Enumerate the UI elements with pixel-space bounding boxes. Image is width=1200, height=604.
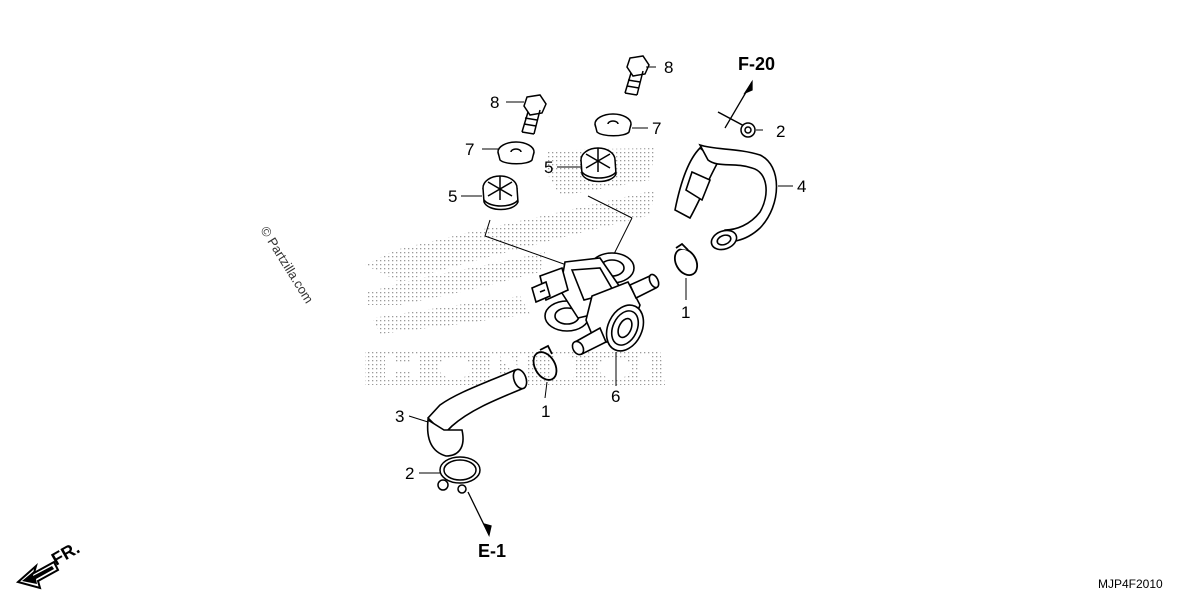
callout-8-right: 8 <box>664 58 673 77</box>
valve-assembly-part-6 <box>531 252 660 356</box>
callout-leader-lines <box>408 66 793 474</box>
front-direction-arrow <box>15 560 60 590</box>
watermark-text: © Partzilla.com <box>257 224 316 306</box>
reference-label-f20: F-20 <box>738 54 775 74</box>
ref-arrow-f20 <box>724 79 753 129</box>
callout-1-left: 1 <box>541 402 550 421</box>
callout-1-right: 1 <box>681 303 690 322</box>
grommet-part-5-left <box>482 175 519 211</box>
washer-part-7-left <box>497 141 535 165</box>
callout-2-top: 2 <box>776 122 785 141</box>
hose-clamp-part-2-bottom <box>437 456 481 494</box>
callout-8-left: 8 <box>490 93 499 112</box>
callout-7-left: 7 <box>465 140 474 159</box>
grommet-part-5-right <box>580 147 617 183</box>
hose-clamp-part-1-right <box>673 242 699 277</box>
hose-clamp-part-2-top <box>717 111 756 138</box>
callout-4: 4 <box>797 177 806 196</box>
callout-7-right: 7 <box>652 119 661 138</box>
callout-5-left: 5 <box>448 187 457 206</box>
callout-5-right: 5 <box>544 158 553 177</box>
washer-part-7-right <box>594 113 632 137</box>
diagram-code: MJP4F2010 <box>1098 577 1163 591</box>
ref-arrow-e1 <box>467 491 492 538</box>
hose-clamp-part-1-left <box>532 344 558 381</box>
bolt-part-8-left <box>521 94 547 135</box>
brand-wing-watermark <box>365 148 665 385</box>
hose-part-4 <box>674 143 778 251</box>
assembly-guide-lines <box>484 195 633 269</box>
callout-2-bottom: 2 <box>405 464 414 483</box>
callout-6: 6 <box>611 387 620 406</box>
hose-part-3 <box>426 368 528 457</box>
reference-label-e1: E-1 <box>478 541 506 561</box>
callout-3: 3 <box>395 407 404 426</box>
bolt-part-8-right <box>624 55 650 96</box>
